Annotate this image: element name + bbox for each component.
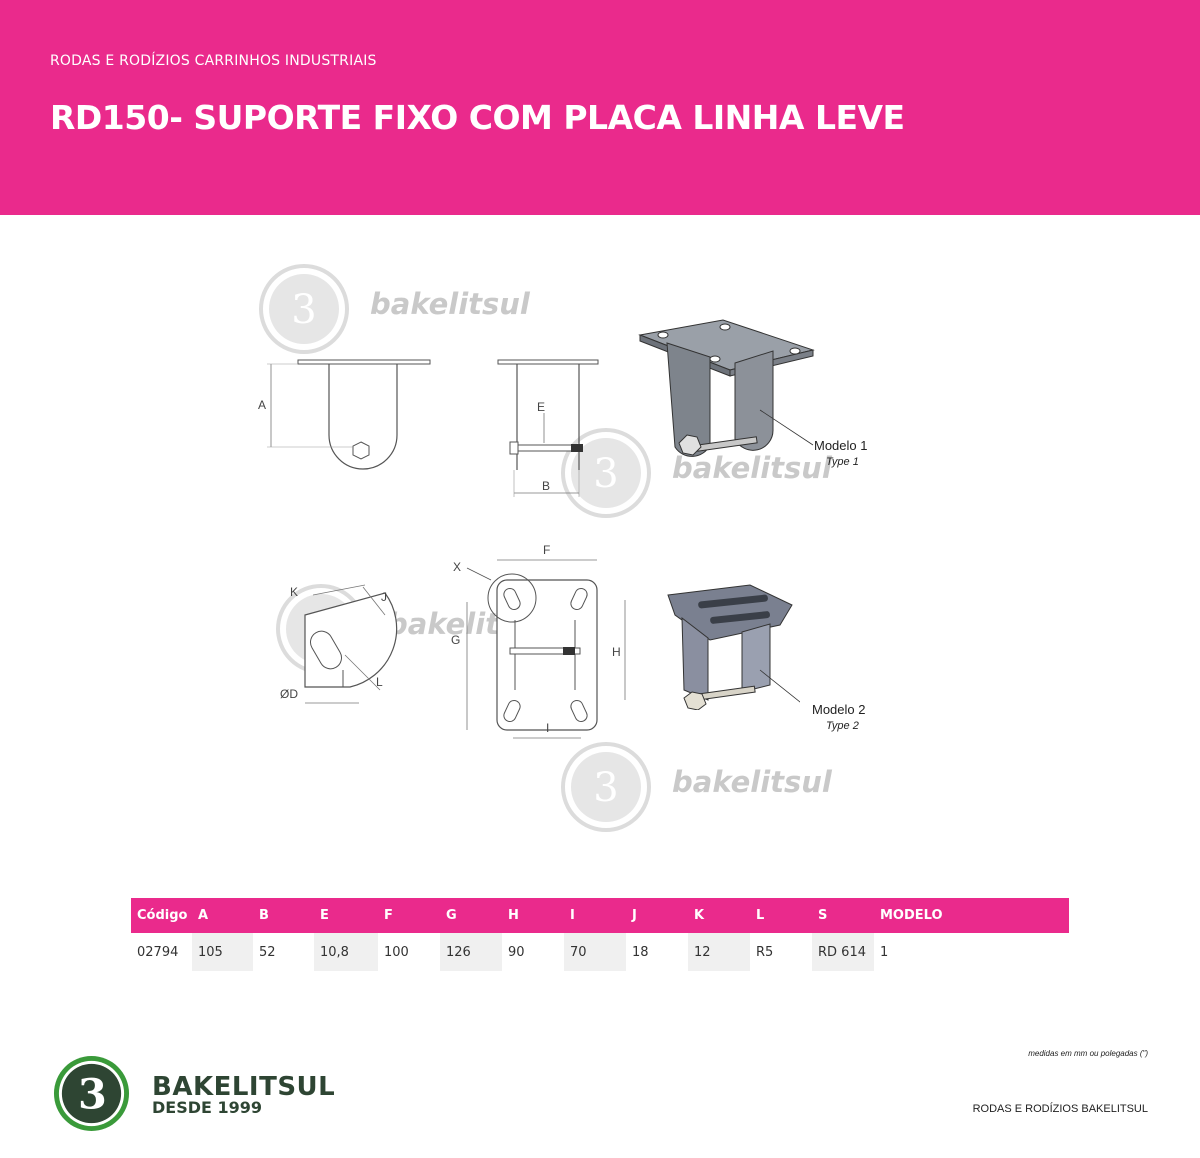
brand-name: BAKELITSUL <box>152 1072 336 1102</box>
svg-text:3: 3 <box>291 287 316 333</box>
svg-text:3: 3 <box>78 1069 107 1118</box>
table-row: 02794 105 52 10,8 100 126 90 70 18 12 R5… <box>131 933 1069 971</box>
bakelitsul-logo-icon: 3 <box>53 1055 130 1132</box>
cell-a: 105 <box>192 933 253 971</box>
model2-type: Type 2 <box>826 720 859 732</box>
col-b: B <box>253 898 314 933</box>
cell-e: 10,8 <box>314 933 378 971</box>
dim-H: H <box>612 645 621 659</box>
watermark-text: bakelitsul <box>370 287 530 321</box>
table-header-row: Código A B E F G H I J K L S MODELO <box>131 898 1069 933</box>
cell-g: 126 <box>440 933 502 971</box>
svg-text:3: 3 <box>593 765 618 811</box>
cell-s: RD 614 <box>812 933 874 971</box>
dim-L: L <box>376 675 383 689</box>
col-i: I <box>564 898 626 933</box>
watermark-1: 3 bakelitsul <box>258 263 530 360</box>
col-k: K <box>688 898 750 933</box>
watermark-2: 3 bakelitsul <box>560 427 832 524</box>
cell-i: 70 <box>564 933 626 971</box>
front-view-drawing <box>497 359 599 497</box>
col-h: H <box>502 898 564 933</box>
watermark-logo-icon: 3 <box>259 264 349 354</box>
cell-modelo: 1 <box>880 944 889 960</box>
plate-view-drawing <box>466 559 626 739</box>
watermark-text: bakelitsul <box>672 765 832 799</box>
dim-K: K <box>290 585 299 599</box>
cell-j: 18 <box>632 944 649 960</box>
model1-3d-drawing <box>638 319 815 457</box>
watermark-text: bakelitsul <box>672 451 832 485</box>
col-modelo: MODELO <box>874 898 1069 933</box>
measurement-note: medidas em mm ou polegadas (") <box>1028 1049 1148 1058</box>
cell-k: 12 <box>688 933 750 971</box>
col-s: S <box>812 898 874 933</box>
side-view-drawing <box>267 359 431 470</box>
col-f: F <box>378 898 440 933</box>
cell-f: 100 <box>384 944 409 960</box>
col-e: E <box>314 898 378 933</box>
dim-E: E <box>537 400 546 414</box>
brand-since: DESDE 1999 <box>152 1098 263 1117</box>
header-banner: RODAS E RODÍZIOS CARRINHOS INDUSTRIAIS R… <box>0 0 1200 215</box>
cell-l: R5 <box>756 944 774 960</box>
dim-J: J <box>381 590 387 604</box>
col-j: J <box>626 898 688 933</box>
svg-text:3: 3 <box>593 451 618 497</box>
cell-h: 90 <box>508 944 525 960</box>
cell-b: 52 <box>259 944 276 960</box>
model2-label: Modelo 2 <box>812 702 866 717</box>
dim-A: A <box>258 398 267 412</box>
col-g: G <box>440 898 502 933</box>
cell-codigo: 02794 <box>137 944 179 960</box>
technical-drawings: 3 bakelitsul 3 bakelitsul 3 bakelitsul 3… <box>0 215 1200 875</box>
watermark-4: 3 bakelitsul <box>560 741 832 838</box>
model1-label: Modelo 1 <box>814 438 868 453</box>
col-a: A <box>192 898 253 933</box>
dim-X: X <box>453 560 462 574</box>
dim-F: F <box>543 543 551 557</box>
model2-3d-drawing <box>667 584 800 710</box>
watermark-logo-icon: 3 <box>561 742 651 832</box>
model1-type: Type 1 <box>826 456 859 468</box>
dim-I: I <box>546 721 550 735</box>
detail-view-drawing <box>304 584 398 704</box>
footer-right-text: RODAS E RODÍZIOS BAKELITSUL <box>972 1103 1148 1115</box>
dim-G: G <box>451 633 461 647</box>
col-l: L <box>750 898 812 933</box>
dim-B: B <box>542 479 551 493</box>
specifications-table: Código A B E F G H I J K L S MODELO 0279… <box>131 898 1069 971</box>
dim-D: ØD <box>280 687 298 701</box>
page-title: RD150- SUPORTE FIXO COM PLACA LINHA LEVE <box>50 98 905 137</box>
watermark-logo-icon: 3 <box>561 428 651 518</box>
col-codigo: Código <box>131 898 192 933</box>
header-subtitle: RODAS E RODÍZIOS CARRINHOS INDUSTRIAIS <box>50 53 377 69</box>
